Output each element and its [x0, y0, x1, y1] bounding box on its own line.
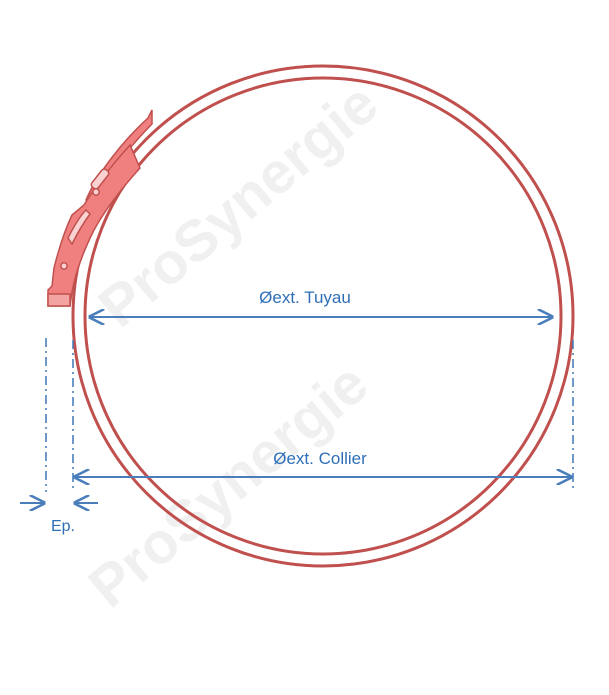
clamp-window — [90, 168, 110, 190]
dimension-lines — [20, 317, 571, 503]
clamp-rivet-1 — [92, 188, 100, 196]
clamp-foot — [47, 293, 71, 307]
clamp-rivet-2 — [60, 262, 68, 270]
extension-lines — [45, 338, 574, 492]
outer-ring — [71, 64, 575, 568]
watermark-text-2: ProSynergie — [77, 351, 381, 620]
thickness-label: Ep. — [51, 518, 75, 535]
clamp-diameter-label: Øext. Collier — [273, 449, 367, 468]
clamp-slot — [67, 208, 91, 246]
inner-ring — [83, 76, 563, 556]
pipe-diameter-label: Øext. Tuyau — [259, 288, 351, 307]
clamp-housing — [47, 109, 153, 307]
